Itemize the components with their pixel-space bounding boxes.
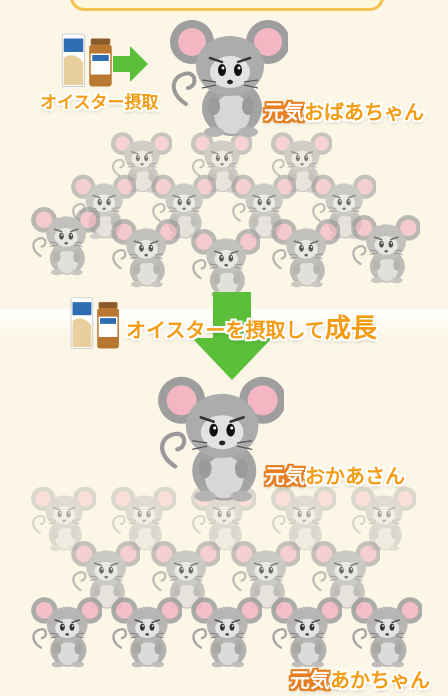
grandmother-label-kana: おばあちゃん (304, 100, 424, 124)
growth-label-text: オイスターを摂取して (126, 318, 325, 342)
growth-label-emphasis: 成長 (324, 314, 377, 344)
mouse-icon (110, 485, 176, 552)
mouse-icon (270, 217, 340, 288)
mouse-icon (350, 213, 420, 284)
mouse-icon (30, 485, 96, 552)
oyster-supplement-bottle-icon (70, 297, 120, 349)
mouse-icon (30, 205, 100, 276)
mouse-icon (270, 485, 336, 552)
growth-label: オイスターを摂取して成長 (126, 308, 377, 345)
mother-label-kana: おかあさん (305, 464, 405, 488)
mouse-icon (350, 485, 416, 552)
intake-label: オイスター摂取 (40, 93, 159, 113)
baby-label-kanji: 元気 (290, 668, 330, 692)
grandmother-label-kanji: 元気 (264, 100, 304, 124)
mouse-icon (350, 596, 422, 668)
mouse-icon (110, 596, 182, 668)
baby-label-kana: あかちゃん (330, 668, 430, 692)
oyster-supplement-bottle-icon (61, 33, 113, 87)
green-down-arrow-icon (192, 292, 272, 380)
mother-label-kanji: 元気 (265, 464, 305, 488)
mouse-icon (190, 227, 260, 298)
mouse-icon (270, 596, 342, 668)
mother-label: 元気おかあさん (265, 460, 405, 489)
mouse-icon (30, 596, 102, 668)
mouse-icon (190, 596, 262, 668)
baby-label: 元気あかちゃん (290, 664, 430, 693)
green-right-arrow-icon (113, 46, 148, 82)
mouse-icon (110, 217, 180, 288)
grandmother-label: 元気おばあちゃん (264, 96, 424, 125)
